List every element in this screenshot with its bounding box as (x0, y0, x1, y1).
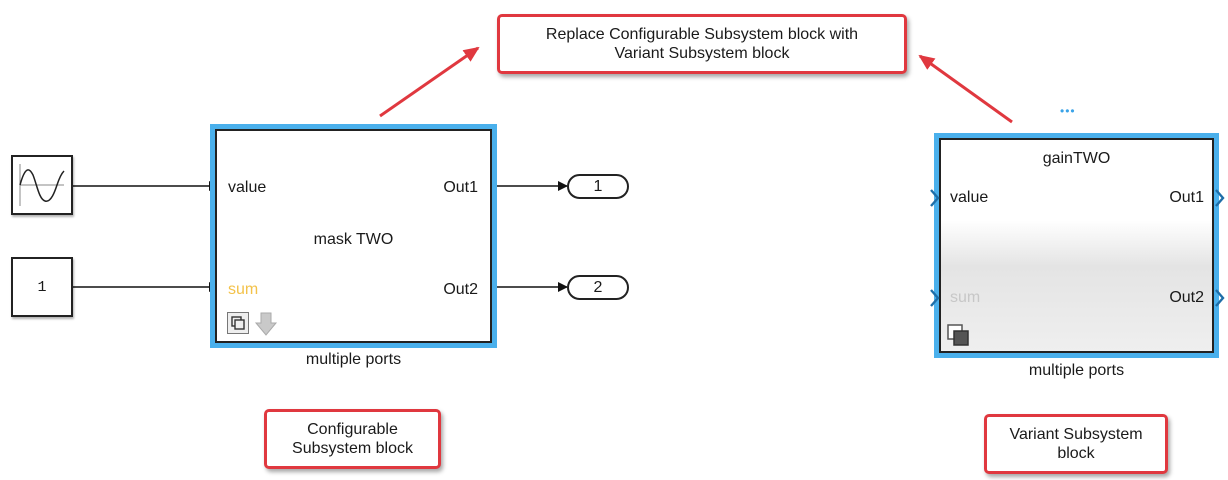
variant-icon (947, 324, 969, 346)
block-title: gainTWO (1042, 150, 1111, 167)
configurable-subsystem-selection (210, 124, 497, 348)
variant-callout: Variant Subsystem block (984, 414, 1168, 474)
inport-chevron-2 (930, 289, 940, 307)
configurable-subsystem-block[interactable]: value sum Out1 Out2 mask TWO (215, 129, 492, 343)
link-icon[interactable] (227, 312, 249, 334)
output-port-out1-label: Out1 (1169, 189, 1204, 206)
variant-block-name[interactable]: multiple ports (1028, 362, 1125, 379)
output-port-out1-label: Out1 (443, 179, 478, 196)
constant-value: 1 (37, 278, 47, 296)
variant-callout-line2: block (1057, 445, 1095, 462)
replace-callout-line2: Variant Subsystem block (614, 45, 790, 62)
block-title: mask TWO (313, 231, 394, 248)
outport-2[interactable]: 2 (567, 275, 629, 300)
outport-1[interactable]: 1 (567, 174, 629, 199)
input-port-value-label: value (228, 179, 267, 196)
input-port-value-label: value (950, 189, 989, 206)
input-port-sum-label: sum (228, 281, 259, 298)
variant-port-chevrons (930, 189, 1225, 307)
configurable-callout: Configurable Subsystem block (264, 409, 441, 469)
variant-subsystem-block[interactable]: gainTWO value sum Out1 Out2 (939, 138, 1214, 353)
down-arrow-icon[interactable] (254, 311, 278, 337)
sine-wave-block[interactable] (11, 155, 73, 215)
configurable-block-name[interactable]: multiple ports (305, 351, 402, 368)
more-options-ellipsis[interactable]: ••• (1060, 104, 1076, 118)
output-port-out2-label: Out2 (443, 281, 478, 298)
sine-wave-icon (19, 164, 65, 206)
variant-subsystem-selection (934, 133, 1219, 358)
variant-callout-line1: Variant Subsystem (1009, 426, 1143, 443)
configurable-callout-line2: Subsystem block (292, 440, 413, 457)
constant-block[interactable]: 1 (11, 257, 73, 317)
outport-chevron-2 (1215, 289, 1225, 307)
callout-arrow-right (918, 54, 1013, 124)
replace-callout: Replace Configurable Subsystem block wit… (497, 14, 907, 74)
output-port-out2-label: Out2 (1169, 289, 1204, 306)
replace-callout-line1: Replace Configurable Subsystem block wit… (545, 26, 859, 43)
configurable-callout-line1: Configurable (307, 421, 398, 438)
callout-arrow-left (379, 46, 480, 118)
outport-chevron-1 (1215, 189, 1225, 207)
inport-chevron-1 (930, 189, 940, 207)
input-port-sum-label: sum (950, 289, 981, 306)
